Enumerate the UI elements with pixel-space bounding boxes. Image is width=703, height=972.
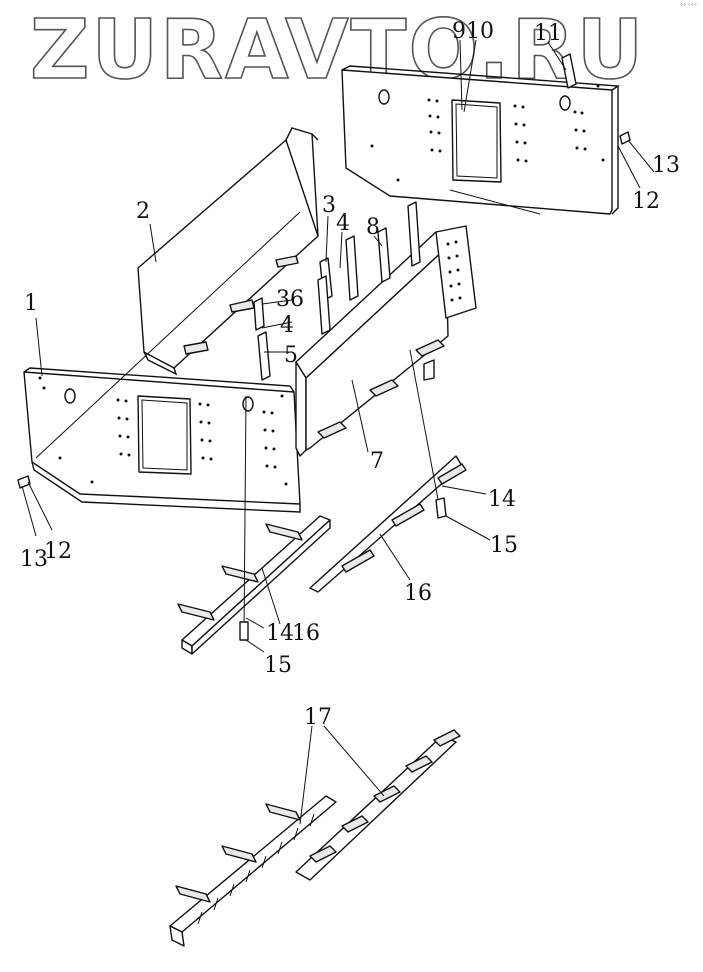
- callout-16-right: 16: [404, 581, 432, 606]
- callout-14-left: 14: [266, 621, 294, 646]
- callout-13-right: 13: [652, 153, 680, 178]
- tooth-bar-right: [309, 455, 467, 593]
- callout-8: 8: [366, 215, 380, 240]
- callout-15-right: 15: [490, 533, 518, 558]
- rear-upright-plate: [137, 127, 319, 376]
- callout-17: 17: [304, 705, 332, 730]
- callout-36: 36: [276, 287, 304, 312]
- plate-holes-left: [38, 376, 288, 486]
- small-brackets: [253, 201, 421, 381]
- plate-holes-right: [370, 84, 605, 182]
- callout-2: 2: [136, 199, 150, 224]
- callout-5: 5: [284, 343, 298, 368]
- callout-9: 9: [452, 19, 466, 44]
- callout-labels: 1 2 3 4 36 4 5 7 8 9 10 11 12 13 13 12 1…: [20, 19, 680, 730]
- tooth-bars-bottom: [169, 729, 461, 947]
- side-plate-left: [23, 367, 301, 513]
- callout-12-left: 12: [44, 539, 72, 564]
- callout-4-lower: 4: [280, 313, 294, 338]
- watermark: ZURAVTO.RU: [30, 3, 645, 98]
- callout-10: 10: [466, 19, 494, 44]
- corner-note: °° °°°: [680, 3, 697, 10]
- callout-1: 1: [24, 291, 38, 316]
- callout-14-right: 14: [488, 487, 516, 512]
- callout-13-left: 13: [20, 547, 48, 572]
- callout-16-left: 16: [292, 621, 320, 646]
- callout-12-right: 12: [632, 189, 660, 214]
- callout-3: 3: [322, 193, 336, 218]
- end-plate-holes: [446, 240, 462, 302]
- side-plate-right: [341, 53, 621, 215]
- callout-7: 7: [370, 449, 384, 474]
- bolts-and-pins: [17, 131, 631, 641]
- callout-11: 11: [534, 21, 562, 46]
- front-beam: [295, 225, 477, 457]
- callout-15-left: 15: [264, 653, 292, 678]
- tooth-bar-left: [177, 515, 331, 655]
- callout-4-upper: 4: [336, 211, 350, 236]
- leader-lines: [21, 39, 655, 825]
